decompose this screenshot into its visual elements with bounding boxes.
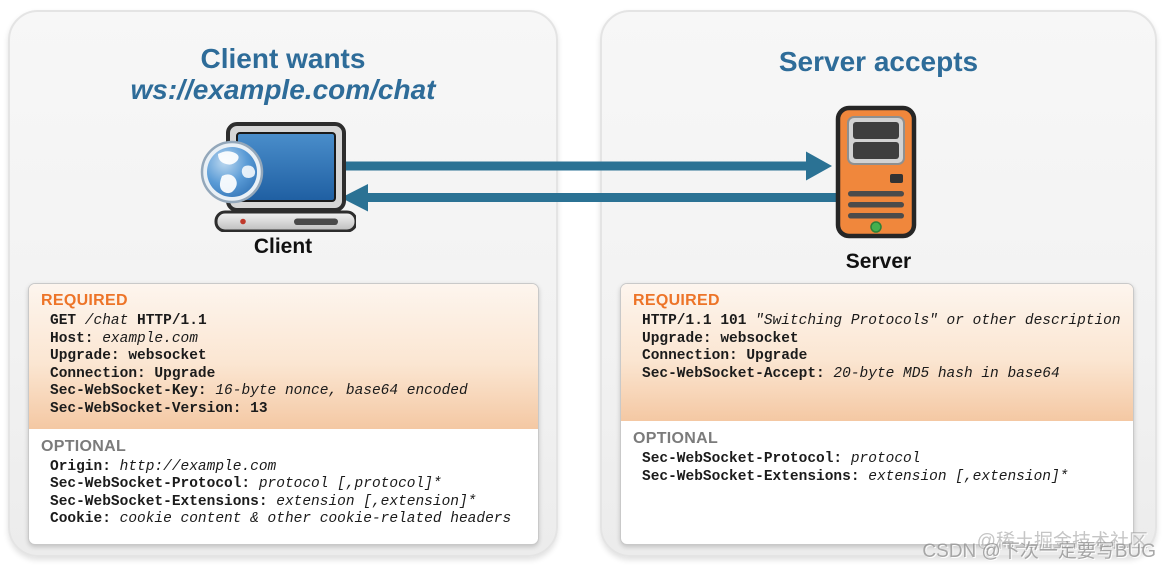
server-tower-icon: [835, 105, 917, 239]
client-optional-header: OPTIONAL: [41, 437, 127, 455]
request-arrow: [338, 151, 832, 181]
header-line: Connection: Upgrade: [50, 365, 216, 382]
client-required-header: REQUIRED: [41, 292, 128, 309]
header-line: Sec-WebSocket-Accept: 20-byte MD5 hash i…: [642, 365, 1060, 382]
header-line: Sec-WebSocket-Extensions: extension [,ex…: [50, 493, 477, 510]
server-headers-card: REQUIRED HTTP/1.1 101 "Switching Protoco…: [620, 283, 1134, 545]
server-optional-header: OPTIONAL: [633, 430, 719, 447]
globe-icon: [200, 140, 264, 204]
header-line: Sec-WebSocket-Extensions: extension [,ex…: [642, 468, 1069, 485]
header-line: Host: example.com: [50, 330, 198, 347]
server-required-section: REQUIRED HTTP/1.1 101 "Switching Protoco…: [621, 284, 1133, 421]
header-line: Sec-WebSocket-Protocol: protocol [,proto…: [50, 476, 442, 493]
header-line: Sec-WebSocket-Version: 13: [50, 400, 268, 417]
header-line: Sec-WebSocket-Protocol: protocol: [642, 451, 921, 467]
server-optional-section: OPTIONAL Sec-WebSocket-Protocol: protoco…: [621, 421, 1133, 497]
header-line: HTTP/1.1 101 "Switching Protocols" or ot…: [642, 313, 1121, 329]
header-line: Upgrade: websocket: [642, 330, 799, 347]
header-line: GET /chat HTTP/1.1: [50, 313, 207, 329]
header-line: Sec-WebSocket-Key: 16-byte nonce, base64…: [50, 383, 468, 400]
client-panel-title: Client wants ws://example.com/chat: [10, 43, 556, 105]
client-title-line1: Client wants: [200, 43, 366, 74]
client-title-url: ws://example.com/chat: [130, 74, 436, 105]
header-line: Origin: http://example.com: [50, 458, 277, 475]
power-led-icon: [240, 218, 246, 225]
server-panel-title: Server accepts: [602, 46, 1155, 77]
server-required-lines: HTTP/1.1 101 "Switching Protocols" or ot…: [642, 313, 1121, 383]
client-device-label: Client: [253, 235, 313, 258]
client-computer-icon: [200, 122, 356, 232]
server-required-header: REQUIRED: [633, 292, 720, 309]
server-button-icon: [890, 174, 903, 183]
response-arrow: [341, 184, 838, 212]
header-line: Upgrade: websocket: [50, 348, 207, 365]
server-device-label: Server: [845, 250, 912, 273]
header-line: Cookie: cookie content & other cookie-re…: [50, 511, 512, 528]
status-led-icon: [870, 221, 882, 233]
header-line: Connection: Upgrade: [642, 348, 808, 365]
server-title-line1: Server accepts: [778, 46, 979, 77]
